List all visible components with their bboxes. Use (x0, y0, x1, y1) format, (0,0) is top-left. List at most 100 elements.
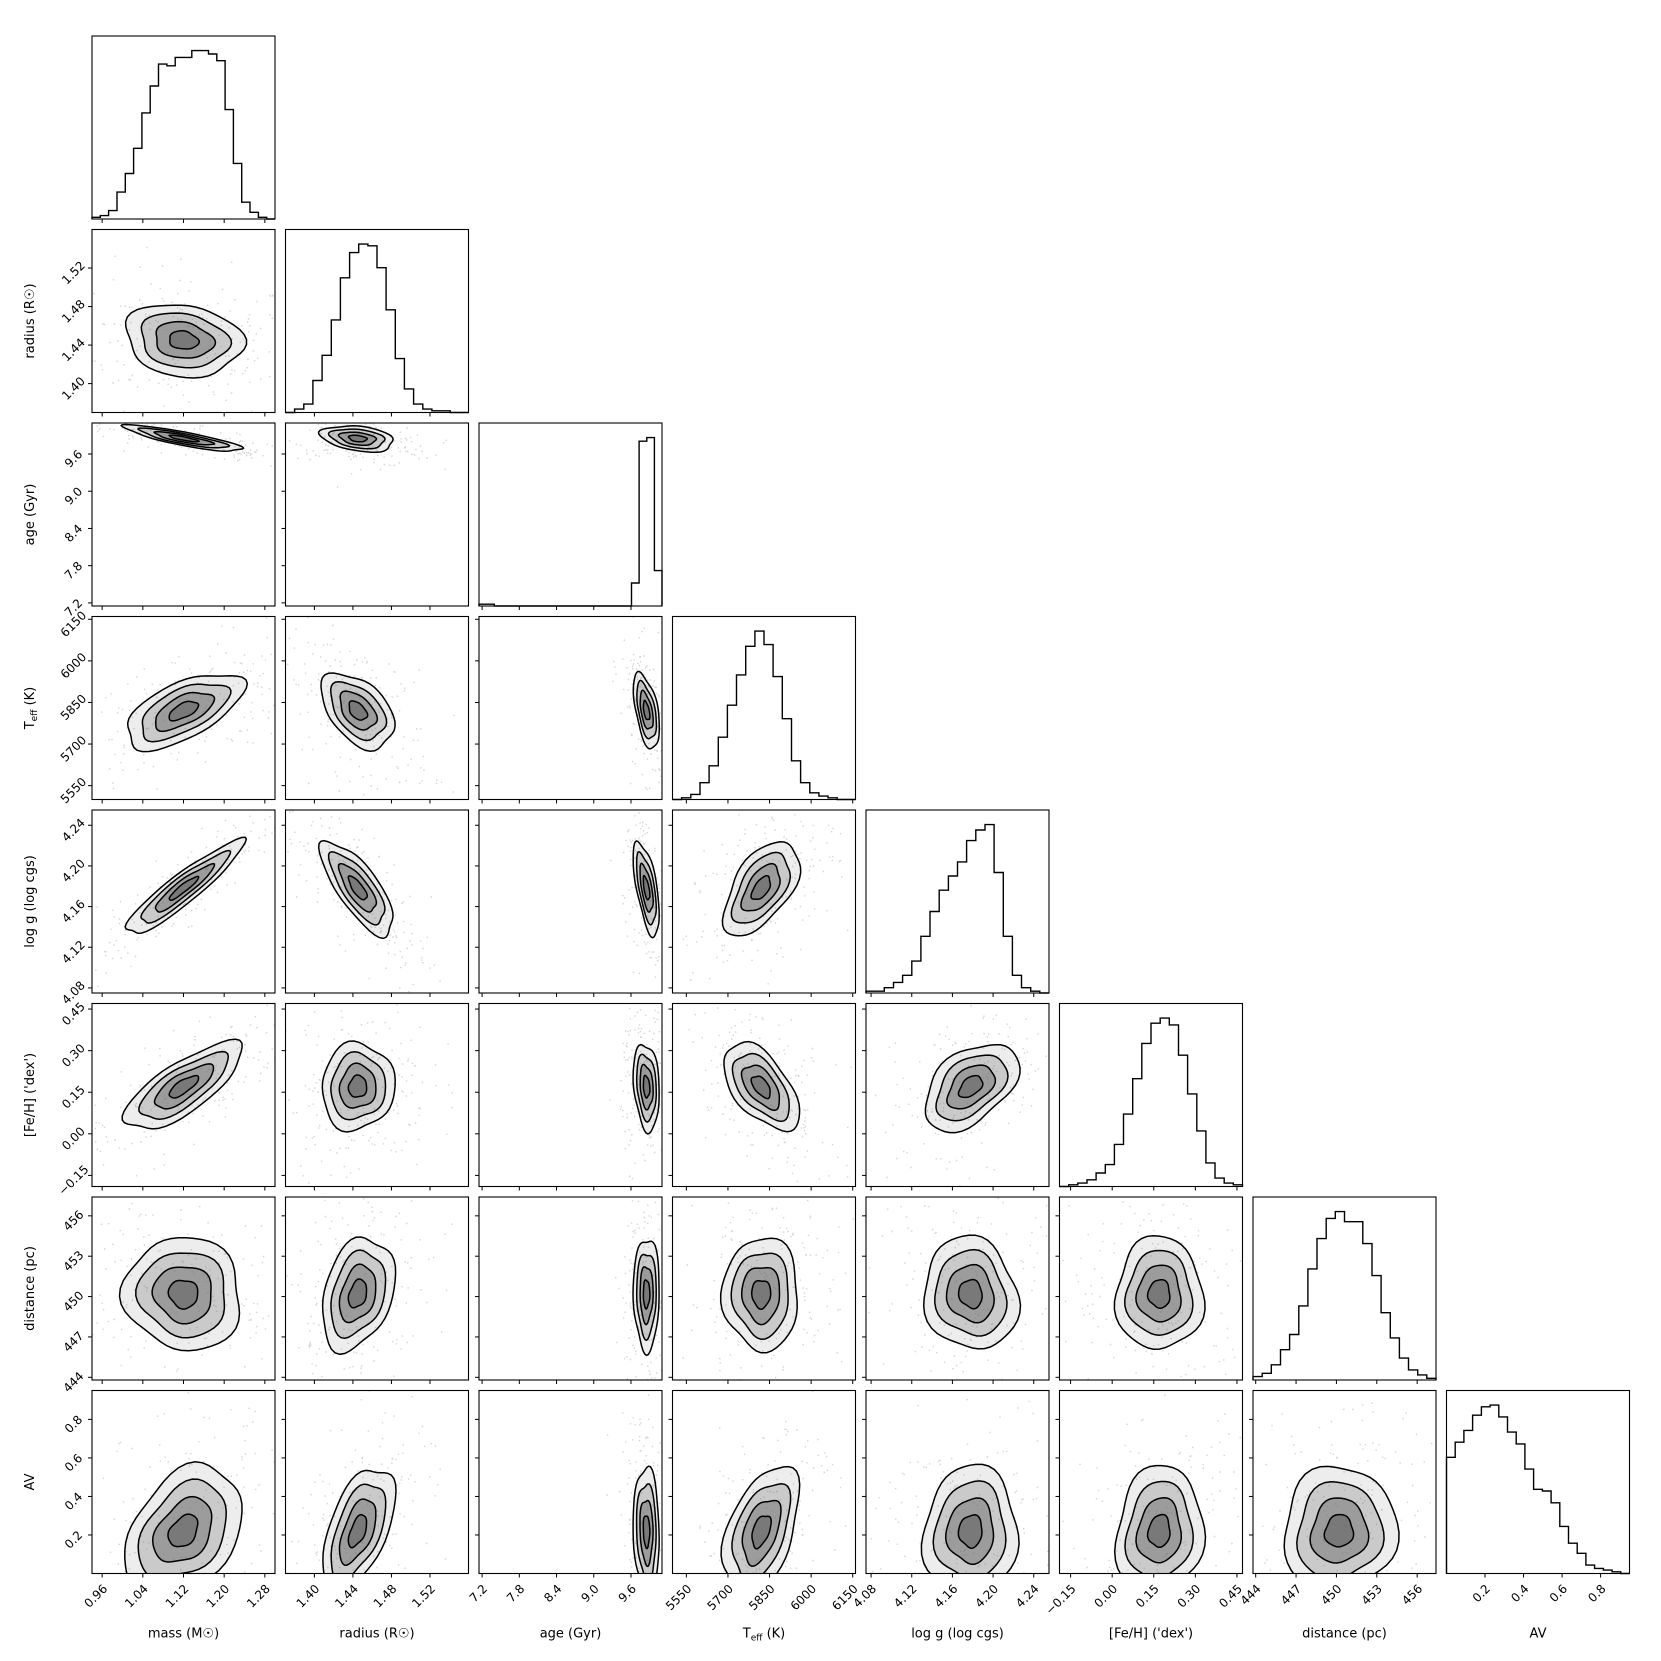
contour-line (338, 1263, 377, 1324)
contour-line (124, 1461, 243, 1574)
density-fill (169, 876, 199, 901)
y-axis-label-teff: Teff (K) (23, 687, 40, 731)
contour-line (731, 1052, 790, 1123)
contour-line (632, 1240, 660, 1357)
contour-line (1124, 1249, 1194, 1337)
x-tick-label: 9.6 (616, 1582, 639, 1605)
contour-line (1283, 1465, 1400, 1574)
contour-line (1146, 1279, 1171, 1310)
y-tick-label: 9.6 (62, 447, 85, 470)
panel-frame (671, 615, 857, 801)
contour-line (1113, 1464, 1207, 1574)
y-tick-label: 447 (60, 1329, 86, 1355)
x-axis-label-radius: radius (R☉) (339, 1627, 414, 1642)
contour-line (141, 683, 232, 743)
contour-line (723, 1040, 801, 1133)
density-av-vs-logg (870, 1399, 1049, 1574)
density-age-vs-radius (288, 423, 447, 488)
y-tick-label: 1.44 (59, 335, 88, 364)
panel-frame (1058, 1002, 1244, 1188)
y-tick-label: 1.52 (59, 258, 88, 287)
density-distance-vs-mass (92, 1202, 270, 1372)
y-tick-label: 4.12 (59, 938, 88, 967)
density-teff-vs-age (612, 616, 662, 800)
panel-frame (865, 809, 1050, 994)
contour-line (730, 851, 792, 924)
contour-line (137, 1478, 227, 1574)
density-av-vs-age (606, 1390, 662, 1574)
contour-line (155, 691, 216, 733)
contour-line (320, 672, 396, 753)
contour-line (945, 1263, 995, 1324)
y-tick-label: 453 (60, 1248, 86, 1274)
density-fill (168, 1280, 198, 1310)
contour-line (635, 1253, 657, 1342)
density-av-vs-feh (1059, 1394, 1241, 1574)
y-tick-label: 1.40 (59, 374, 88, 403)
y-tick-label: 1.48 (59, 297, 88, 326)
panel-feh-vs-age (475, 1002, 663, 1191)
y-tick-label: 8.4 (62, 522, 85, 545)
contour-line (169, 329, 201, 350)
density-fill (169, 701, 199, 721)
density-fill (643, 1279, 650, 1309)
panel-frame (478, 615, 663, 801)
panel-frame (284, 615, 470, 801)
contour-line (1323, 1513, 1355, 1548)
y-tick-label: 6150 (58, 608, 89, 639)
contour-line (934, 1248, 1008, 1337)
contour-line (944, 1497, 995, 1566)
contour-line (126, 675, 249, 753)
contour-line (1309, 1497, 1370, 1564)
x-tick-label: 453 (1359, 1582, 1385, 1608)
y-tick-label: −0.15 (56, 1162, 92, 1198)
contour-line (719, 1237, 798, 1354)
y-tick-label: 0.6 (62, 1451, 85, 1474)
density-fill (1147, 1514, 1170, 1548)
histogram-distance (1252, 1210, 1437, 1380)
x-axis-label-mass: mass (M☉) (148, 1627, 219, 1642)
x-tick-label: 7.2 (467, 1582, 490, 1605)
panel-teff-vs-radius (281, 615, 470, 804)
density-av-vs-distance (1262, 1402, 1433, 1574)
contour-line (750, 1075, 771, 1100)
panel-frame (284, 809, 470, 994)
contour-line (135, 1252, 226, 1339)
x-axis-label-logg: log g (log cgs) (911, 1627, 1004, 1642)
x-tick-label: 0.00 (1091, 1582, 1120, 1611)
contour-line (632, 840, 660, 939)
y-tick-label: 0.15 (59, 1083, 88, 1112)
contour-line (338, 1498, 377, 1566)
x-tick-label: 8.4 (541, 1582, 564, 1605)
y-tick-label: 456 (60, 1208, 86, 1234)
panel-logg-vs-teff (668, 809, 857, 997)
x-tick-label: 4.12 (891, 1582, 920, 1611)
panel-feh-vs-feh (1058, 1002, 1244, 1191)
x-tick-label: 0.2 (1470, 1582, 1493, 1605)
x-tick-label: 450 (1318, 1582, 1344, 1608)
contour-line (740, 1064, 781, 1112)
contour-line (920, 1463, 1020, 1574)
x-tick-label: 1.40 (294, 1582, 323, 1611)
panel-frame (671, 1196, 857, 1381)
x-tick-label: 5850 (746, 1582, 777, 1613)
contour-line (151, 1495, 213, 1563)
panel-frame (865, 1389, 1050, 1575)
y-tick-label: 5550 (58, 775, 89, 806)
y-tick-label: 0.45 (59, 999, 88, 1028)
y-tick-label: 7.8 (62, 559, 85, 582)
contour-line (632, 1465, 660, 1574)
density-feh-vs-age (609, 1007, 662, 1180)
panel-frame (865, 1196, 1050, 1381)
contour-line (137, 427, 231, 449)
y-axis-label-logg: log g (log cgs) (23, 855, 38, 948)
contour-line (347, 1278, 368, 1309)
contour-line (330, 1050, 387, 1121)
contour-line (140, 312, 233, 369)
contour-line (168, 700, 200, 722)
density-fill (643, 875, 650, 900)
panel-frame (478, 1389, 663, 1575)
contour-line (118, 1237, 241, 1352)
panel-frame (478, 1002, 663, 1188)
density-feh-vs-mass (94, 1004, 275, 1177)
